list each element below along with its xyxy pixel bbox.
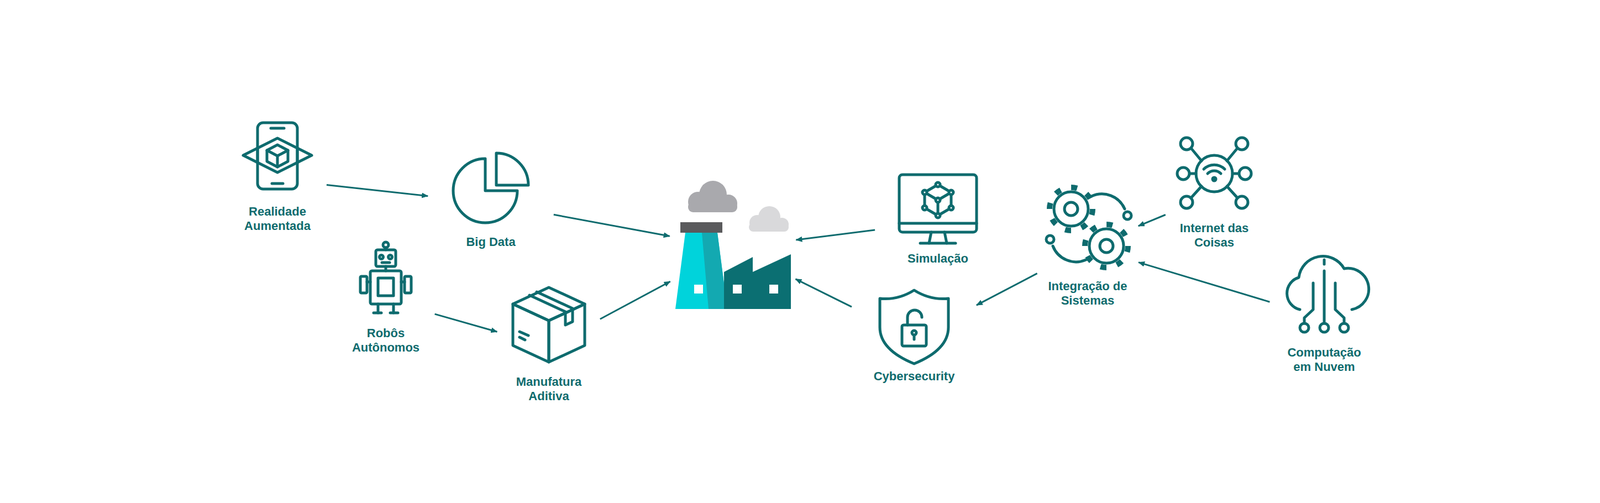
- flow-arrow: [795, 279, 853, 307]
- additive-node: Manufatura Aditiva: [502, 285, 596, 408]
- big-data-node: Big Data: [433, 153, 549, 253]
- iot-node: Internet das Coisas: [1170, 135, 1258, 254]
- robot-node: Robôs Autônomos: [342, 241, 430, 359]
- ar-node: Realidade Aumentada: [233, 122, 322, 238]
- box-icon: [512, 287, 585, 363]
- node-label: Computação em Nuvem: [1277, 345, 1372, 375]
- cloud-node: Computação em Nuvem: [1275, 258, 1374, 379]
- flow-arrow: [434, 313, 498, 332]
- node-label: Big Data: [435, 234, 547, 250]
- factory-node: [675, 186, 791, 309]
- flow-arrow: [795, 229, 875, 240]
- iot-icon: [1177, 137, 1252, 209]
- monitor-icon: [899, 174, 977, 244]
- node-label: Simulação: [882, 251, 994, 266]
- node-label: Internet das Coisas: [1172, 221, 1256, 251]
- robot-icon: [360, 242, 412, 313]
- pie-chart-icon: [453, 153, 529, 223]
- integration-node: Integração de Sistemas: [1042, 182, 1134, 312]
- simulation-node: Simulação: [880, 174, 996, 270]
- node-label: Robôs Autônomos: [344, 326, 428, 356]
- flow-arrow: [976, 273, 1038, 306]
- security-node: Cybersecurity: [856, 288, 972, 387]
- ar-icon: [243, 122, 312, 190]
- cloud-icon: [1287, 256, 1369, 333]
- factory-illustration: [675, 180, 791, 309]
- flow-arrow: [1138, 262, 1270, 303]
- flow-arrow: [326, 185, 428, 197]
- flow-arrow: [553, 214, 670, 236]
- shield-icon: [879, 290, 949, 364]
- gears-icon: [1046, 187, 1132, 268]
- flow-arrow: [1138, 214, 1166, 227]
- node-label: Manufatura Aditiva: [504, 374, 594, 405]
- flow-arrow: [600, 281, 671, 319]
- node-label: Realidade Aumentada: [235, 204, 319, 234]
- node-label: Integração de Sistemas: [1045, 279, 1131, 309]
- node-label: Cybersecurity: [858, 369, 970, 384]
